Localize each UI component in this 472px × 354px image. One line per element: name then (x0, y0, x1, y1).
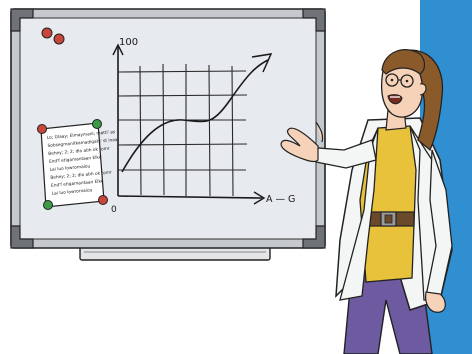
magnet-red-icon (37, 124, 47, 134)
frame-corner-top-left (10, 8, 34, 32)
chart-y-top-label: 100 (119, 37, 138, 48)
chart-x-axis (117, 195, 263, 199)
presenter-hair-back (399, 49, 444, 152)
chart-x-end-label: A — G (266, 194, 295, 205)
magnet-green-icon (43, 200, 53, 210)
hand-drawn-chart: 100 A — G 0 (111, 37, 295, 215)
magnet-red-icon (98, 195, 108, 205)
presenter-left-arm (315, 139, 377, 169)
magnet-red-icon (53, 33, 65, 45)
note-line: Behey; 2; 2; dlo abh ok tomr (50, 169, 112, 180)
chart-trend-arrow (251, 53, 273, 73)
chart-y-arrow (112, 43, 124, 56)
glasses-right-lens (400, 74, 414, 88)
note-line: Lai luo lowrornaiou (49, 163, 90, 173)
presenter-right-hand (425, 291, 446, 313)
presenter-ear (419, 83, 427, 96)
presenter-left-hand (280, 127, 319, 163)
presenter-hair-front (381, 49, 426, 75)
frame-corner-top-right (302, 8, 326, 32)
frame-corner-bottom-left (10, 225, 34, 249)
note-line: End'f etigamantaan Elke (49, 154, 102, 165)
note-line: Lai luo lowrornaiou (52, 187, 93, 197)
chart-x-arrow (253, 191, 266, 205)
pinned-note: Lo; Glaay; Elmaymanl; matti' as Sobsegma… (37, 119, 118, 210)
presenter (280, 49, 453, 354)
chart-origin-label: 0 (111, 205, 117, 215)
magnet-red-icon (41, 27, 53, 39)
chart-trend-line (121, 59, 269, 173)
note-line: Behey; 2; 2; dlo abh ok tomr (48, 146, 110, 157)
magnet-green-icon (92, 119, 102, 129)
frame-corner-bottom-right (302, 225, 326, 249)
note-line: End'f etigamantaan Elke (51, 178, 104, 189)
